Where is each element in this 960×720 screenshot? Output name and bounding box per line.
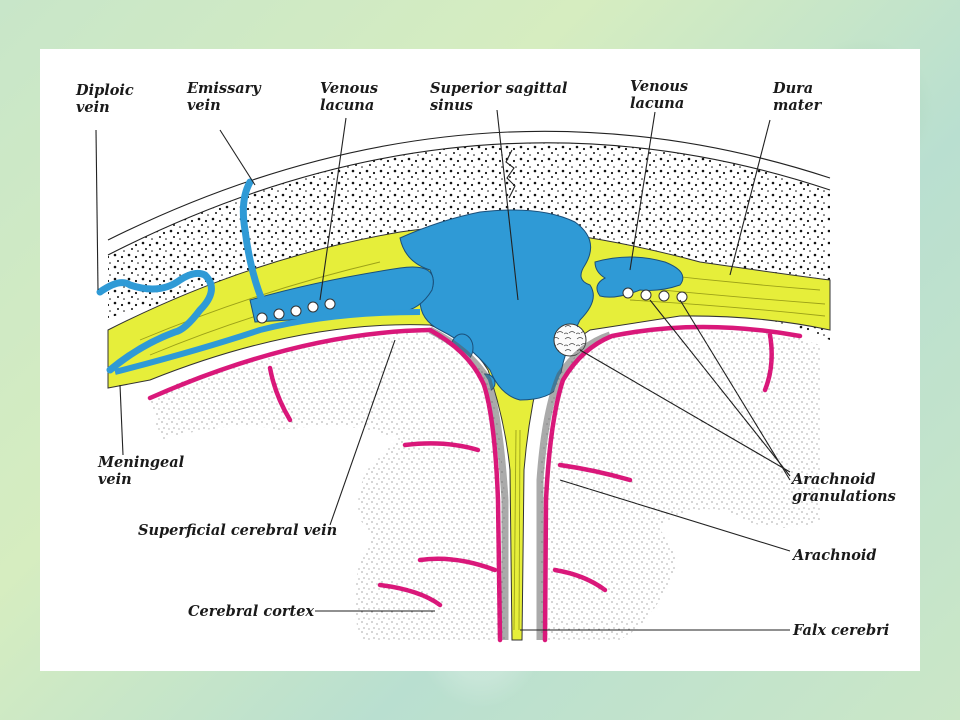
- label-superficial-cerebral-vein: Superficial cerebral vein: [138, 522, 337, 539]
- label-diploic-vein: Diploic vein: [75, 82, 139, 116]
- pia-mater-vessels: [147, 324, 803, 643]
- label-arachnoid: Arachnoid: [791, 547, 877, 564]
- label-falx-cerebri: Falx cerebri: [792, 622, 889, 639]
- label-venous-lacuna-right: Venous lacuna: [630, 78, 693, 112]
- venous-lacuna-right-shape: [594, 256, 684, 298]
- sagittal-suture: [505, 149, 516, 199]
- outer-table-line: [107, 130, 831, 241]
- label-emissary-vein: Emissary vein: [186, 80, 266, 114]
- left-hemisphere: [150, 330, 505, 640]
- cerebral-hemispheres: [150, 326, 820, 640]
- labels: Diploic vein Emissary vein Venous lacuna…: [75, 78, 896, 639]
- leader-lines: [95, 109, 791, 631]
- label-venous-lacuna-left: Venous lacuna: [320, 80, 383, 114]
- meningeal-vein-shape: [114, 309, 421, 375]
- outer-table-line-inner: [107, 142, 831, 256]
- label-dura-mater: Dura mater: [772, 80, 823, 114]
- right-hemisphere: [540, 327, 820, 640]
- label-cerebral-cortex: Cerebral cortex: [188, 603, 314, 620]
- arachnoid-band-right: [536, 331, 612, 640]
- label-arachnoid-granulations: Arachnoid granulations: [790, 471, 896, 505]
- label-superior-sagittal-sinus: Superior sagittal sinus: [430, 80, 572, 114]
- label-meningeal-vein: Meningeal vein: [97, 454, 189, 488]
- emissary-vein-shape: [239, 178, 266, 304]
- arachnoid-granulations-shapes: [256, 287, 688, 357]
- diploic-vein-shape: [96, 269, 215, 374]
